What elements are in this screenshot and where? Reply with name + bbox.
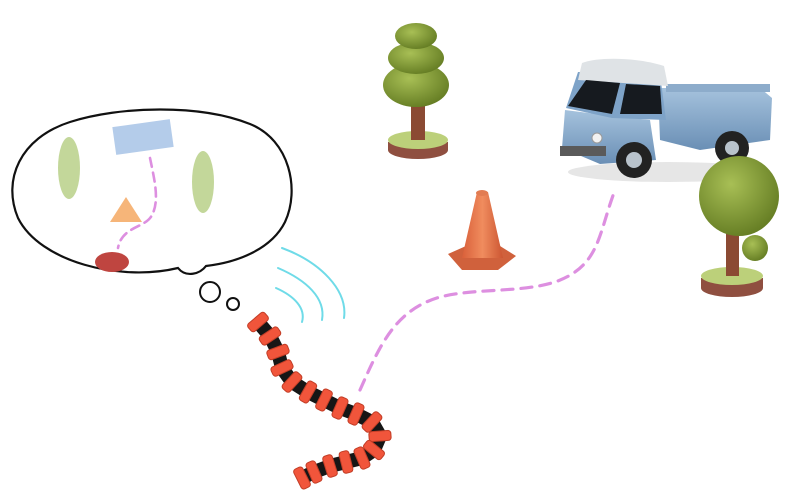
snake-link bbox=[258, 326, 282, 346]
tree-left bbox=[383, 23, 449, 159]
signal-waves bbox=[275, 247, 346, 323]
snake-link bbox=[363, 439, 385, 461]
tree-left-foliage-top bbox=[395, 23, 437, 49]
truck-bed-rail bbox=[666, 84, 770, 92]
tree-right-foliage-main bbox=[699, 156, 779, 236]
snake-link bbox=[270, 359, 294, 377]
thought-bubble-outline bbox=[11, 108, 293, 275]
truck-bed bbox=[658, 88, 772, 150]
map-tree-right bbox=[192, 151, 214, 213]
traffic-cone-tip bbox=[476, 190, 488, 196]
thought-bubble-dot-large bbox=[199, 281, 221, 303]
truck-headlight bbox=[591, 132, 603, 144]
thought-bubble-dot-small bbox=[226, 297, 240, 311]
snake-link bbox=[331, 396, 349, 420]
snake-link bbox=[368, 429, 392, 443]
truck-windshield bbox=[568, 80, 620, 114]
tree-left-trunk bbox=[411, 98, 425, 140]
snake-link bbox=[266, 343, 290, 361]
map-planned-path bbox=[116, 156, 158, 250]
snake-link bbox=[298, 380, 318, 404]
snake-link bbox=[361, 411, 383, 433]
snake-link bbox=[322, 454, 338, 478]
signal-wave-3 bbox=[275, 287, 304, 323]
tree-right bbox=[699, 156, 779, 297]
map-robot bbox=[95, 252, 129, 272]
tree-left-foliage-middle bbox=[388, 42, 444, 74]
traffic-cone-body bbox=[462, 192, 503, 258]
tree-right-foliage-small bbox=[742, 235, 768, 261]
truck-cabin-roof bbox=[578, 58, 668, 86]
map-cone bbox=[110, 197, 142, 222]
truck-wheel-rear-hub bbox=[725, 141, 739, 155]
signal-wave-1 bbox=[281, 247, 346, 319]
snake-head-link bbox=[247, 311, 269, 333]
map-tree-left bbox=[58, 137, 80, 199]
snake-link bbox=[305, 460, 323, 484]
map-goal-truck bbox=[112, 119, 174, 155]
snake-link bbox=[315, 388, 333, 412]
snake-link bbox=[353, 446, 371, 470]
thought-bubble bbox=[11, 108, 293, 311]
snake-link bbox=[347, 402, 365, 426]
tree-left-foliage-bottom bbox=[383, 63, 449, 107]
truck-side-window bbox=[620, 84, 662, 114]
truck-bumper bbox=[560, 146, 606, 156]
truck-wheel-front-hub bbox=[626, 152, 642, 168]
snake-link bbox=[338, 450, 354, 474]
snake-link bbox=[293, 466, 311, 490]
signal-wave-2 bbox=[277, 267, 324, 321]
traffic-cone bbox=[448, 190, 516, 270]
snake-link bbox=[281, 371, 303, 393]
world-planned-path bbox=[358, 188, 617, 392]
snake-robot bbox=[247, 311, 392, 490]
